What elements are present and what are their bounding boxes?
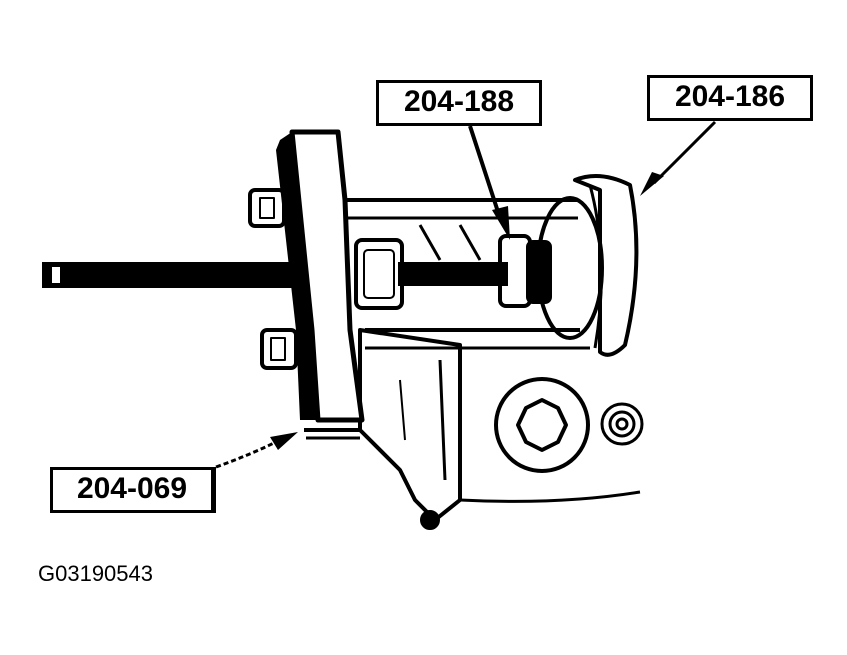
callout-204-188: 204-188 [376,80,542,126]
leader-204-069 [215,438,281,469]
callout-204-069: 204-069 [50,467,216,513]
leader-204-188 [468,125,502,219]
leader-204-186 [652,120,717,185]
figure-id: G03190543 [38,561,153,586]
callout-204-186: 204-186 [647,75,813,121]
